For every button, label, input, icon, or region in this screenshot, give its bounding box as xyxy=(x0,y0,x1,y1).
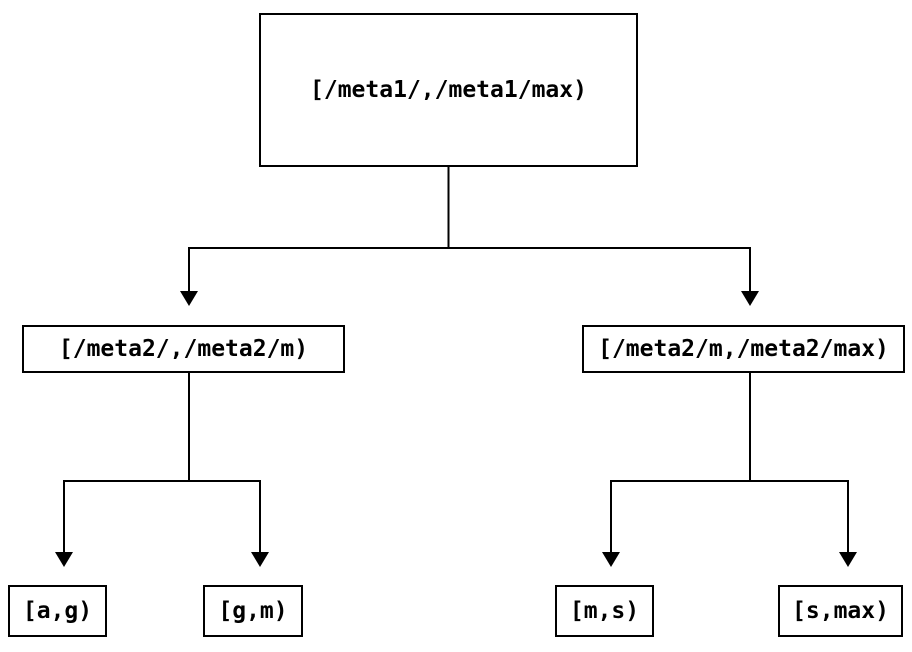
node-leaf-g-m: [g,m) xyxy=(203,585,303,637)
edge-lines xyxy=(63,166,849,554)
arrowhead-icon xyxy=(251,552,269,567)
arrowheads xyxy=(55,291,857,567)
node-meta2-low-label: [/meta2/,/meta2/m) xyxy=(58,336,309,362)
arrowhead-icon xyxy=(602,552,620,567)
node-root: [/meta1/,/meta1/max) xyxy=(259,13,638,167)
node-meta2-high-label: [/meta2/m,/meta2/max) xyxy=(598,336,889,362)
node-meta2-high: [/meta2/m,/meta2/max) xyxy=(582,325,905,373)
node-meta2-low: [/meta2/,/meta2/m) xyxy=(22,325,345,373)
node-leaf-s-max: [s,max) xyxy=(778,585,903,637)
arrowhead-icon xyxy=(839,552,857,567)
node-leaf-m-s: [m,s) xyxy=(555,585,654,637)
node-leaf-a-g: [a,g) xyxy=(8,585,107,637)
arrowhead-icon xyxy=(180,291,198,306)
node-root-label: [/meta1/,/meta1/max) xyxy=(310,77,587,103)
arrowhead-icon xyxy=(55,552,73,567)
arrowhead-icon xyxy=(741,291,759,306)
node-leaf-m-s-label: [m,s) xyxy=(569,598,640,624)
node-leaf-g-m-label: [g,m) xyxy=(218,598,288,624)
node-leaf-a-g-label: [a,g) xyxy=(22,598,93,624)
node-leaf-s-max-label: [s,max) xyxy=(792,598,889,624)
